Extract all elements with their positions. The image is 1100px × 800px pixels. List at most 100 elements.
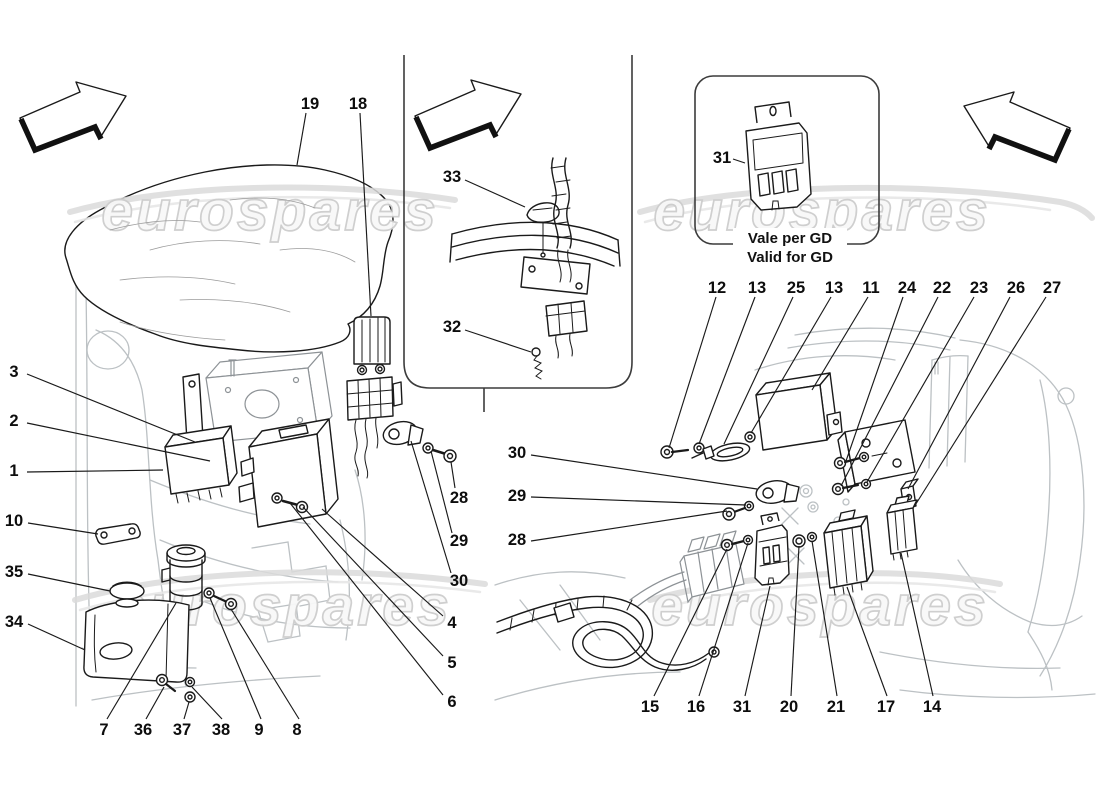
leader-line-12-23 bbox=[668, 296, 717, 449]
mounting-bracket-plate bbox=[205, 351, 333, 443]
chassis-rail-detail bbox=[449, 157, 621, 380]
part-label-4-17: 4 bbox=[447, 614, 457, 632]
leader-line-38-11 bbox=[191, 686, 223, 720]
leader-line-37-10 bbox=[183, 701, 190, 720]
part-label-30-16: 30 bbox=[450, 572, 468, 590]
arrow-left-icon bbox=[963, 91, 1072, 164]
leader-line-1-4 bbox=[26, 469, 164, 473]
part-label-36-9: 36 bbox=[134, 721, 152, 739]
arrow-right-icon bbox=[413, 79, 522, 152]
leader-line-30-33 bbox=[530, 454, 758, 490]
part-label-30-33: 30 bbox=[508, 444, 526, 462]
part-label-8-13: 8 bbox=[292, 721, 301, 739]
note-caption-italian: Vale per GD bbox=[748, 230, 832, 247]
leader-line-7-8 bbox=[106, 602, 177, 720]
part-label-21-40: 21 bbox=[827, 698, 845, 716]
part-label-35-6: 35 bbox=[5, 563, 23, 581]
part-label-19-0: 19 bbox=[301, 95, 319, 113]
part-label-28-14: 28 bbox=[450, 489, 468, 507]
part-label-38-11: 38 bbox=[212, 721, 230, 739]
bracket-24-group bbox=[831, 419, 919, 510]
leader-line-17-41 bbox=[846, 586, 888, 697]
part-label-34-7: 34 bbox=[5, 613, 24, 631]
leader-line-10-5 bbox=[27, 522, 99, 535]
leader-line-27-32 bbox=[913, 296, 1047, 508]
direction-arrows bbox=[18, 79, 1072, 164]
leader-line-15-36 bbox=[653, 548, 728, 697]
leader-line-32-21 bbox=[464, 329, 532, 353]
leader-line-20-39 bbox=[790, 545, 800, 697]
watermark-top-right: eurospares bbox=[637, 178, 1095, 244]
solenoid-valve bbox=[161, 544, 206, 611]
part-label-29-34: 29 bbox=[508, 487, 526, 505]
cable-eyelet-and-bolt-left bbox=[382, 420, 457, 463]
leader-line-29-34 bbox=[530, 496, 747, 506]
part-label-5-18: 5 bbox=[447, 654, 456, 672]
part-label-1-4: 1 bbox=[9, 462, 18, 480]
part-label-12-23: 12 bbox=[708, 279, 726, 297]
bracket-31-detail bbox=[745, 101, 812, 211]
part-label-28-35: 28 bbox=[508, 531, 526, 549]
part-label-13-24: 13 bbox=[748, 279, 766, 297]
leader-line-13-26 bbox=[750, 296, 832, 434]
relay-18-and-connector bbox=[346, 316, 403, 479]
bracket-31-installed bbox=[720, 512, 818, 586]
part-label-24-28: 24 bbox=[898, 279, 917, 297]
engine-block-sketch bbox=[629, 530, 745, 607]
relay-with-bracket bbox=[164, 373, 238, 504]
part-label-22-29: 22 bbox=[933, 279, 951, 297]
part-label-32-21: 32 bbox=[443, 318, 461, 336]
part-label-13-26: 13 bbox=[825, 279, 843, 297]
part-label-31-22: 31 bbox=[713, 149, 731, 167]
part-label-20-39: 20 bbox=[780, 698, 798, 716]
relay-14 bbox=[886, 495, 918, 561]
leader-line-9-12 bbox=[209, 597, 262, 720]
leader-line-31-22 bbox=[732, 158, 746, 164]
part-label-29-15: 29 bbox=[450, 532, 468, 550]
leader-line-8-13 bbox=[230, 608, 300, 720]
leader-line-18-1 bbox=[359, 112, 372, 317]
watermark-text: eurospares bbox=[653, 179, 990, 243]
leader-line-29-15 bbox=[430, 450, 453, 534]
part-label-11-27: 11 bbox=[862, 279, 879, 297]
part-label-27-32: 27 bbox=[1043, 279, 1061, 297]
part-label-18-1: 18 bbox=[349, 95, 367, 113]
leader-line-3-2 bbox=[26, 373, 196, 443]
cable-eyelet-and-bolt-right bbox=[722, 480, 800, 521]
part-label-2-3: 2 bbox=[9, 412, 18, 430]
part-label-37-10: 37 bbox=[173, 721, 191, 739]
leader-line-14-42 bbox=[900, 552, 934, 697]
lever-link bbox=[95, 523, 141, 545]
protective-cloth-cover bbox=[64, 164, 394, 353]
ecu-box-11 bbox=[755, 372, 843, 451]
relay-17 bbox=[823, 509, 874, 596]
leader-line-6-19 bbox=[289, 502, 444, 696]
leader-line-21-40 bbox=[811, 540, 838, 697]
part-label-9-12: 9 bbox=[254, 721, 263, 739]
leader-line-26-31 bbox=[907, 296, 1011, 490]
part-label-14-42: 14 bbox=[923, 698, 942, 716]
leader-line-35-6 bbox=[27, 573, 111, 592]
note-box: Vale per GD Valid for GD bbox=[694, 75, 880, 266]
note-caption-english: Valid for GD bbox=[747, 249, 833, 266]
leader-line-22-29 bbox=[840, 296, 939, 487]
middle-panel-frame bbox=[403, 55, 633, 412]
body-outline-right-panel bbox=[494, 327, 1096, 701]
cloth-creases bbox=[109, 197, 356, 341]
leader-line-25-25 bbox=[723, 296, 794, 445]
part-label-25-25: 25 bbox=[787, 279, 805, 297]
part-label-16-37: 16 bbox=[687, 698, 705, 716]
leader-line-2-3 bbox=[26, 422, 211, 462]
leader-line-30-16 bbox=[410, 440, 452, 574]
part-label-31-38: 31 bbox=[733, 698, 751, 716]
leader-line-23-30 bbox=[866, 296, 975, 483]
leader-line-24-28 bbox=[845, 296, 904, 462]
control-unit-box bbox=[238, 418, 339, 528]
leader-line-31-38 bbox=[744, 585, 771, 697]
leader-line-36-9 bbox=[145, 686, 165, 720]
arrow-right-icon bbox=[18, 81, 127, 154]
leader-line-33-20 bbox=[464, 179, 526, 208]
